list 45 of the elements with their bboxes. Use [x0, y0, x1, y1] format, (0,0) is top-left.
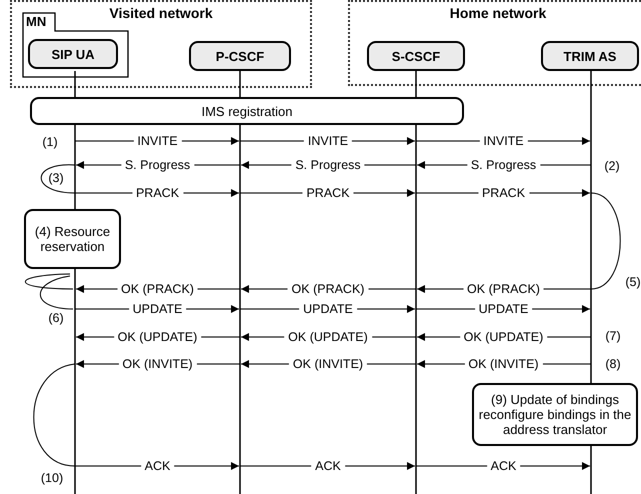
step-number: (2)	[604, 159, 620, 173]
message-label: OK (INVITE)	[288, 357, 368, 371]
message-label: INVITE	[133, 134, 182, 148]
message-label: OK (INVITE)	[118, 357, 197, 371]
actor-box: P-CSCF	[189, 41, 291, 71]
message-label: PRACK	[302, 186, 354, 200]
process-bar: IMS registration	[30, 97, 464, 125]
lifeline	[414, 71, 418, 494]
step-number: (10)	[40, 471, 64, 485]
group-title: Home network	[448, 5, 548, 21]
actor-box: SIP UA	[28, 39, 118, 69]
step-number: (7)	[605, 329, 621, 343]
message-label: OK (INVITE)	[464, 357, 543, 371]
message-label: OK (UPDATE)	[114, 330, 202, 344]
message-label: ACK	[311, 459, 345, 473]
step-number: (8)	[605, 357, 621, 371]
message-label: S. Progress	[120, 158, 194, 172]
process-box: (4) Resource reservation	[24, 209, 121, 269]
step-number: (5)	[625, 275, 641, 289]
message-label: ACK	[140, 459, 174, 473]
message-label: ACK	[486, 459, 520, 473]
group-title: Visited network	[108, 5, 214, 21]
home-network-group	[348, 0, 641, 86]
message-label: OK (UPDATE)	[284, 330, 372, 344]
message-label: UPDATE	[474, 302, 532, 316]
message-label: OK (UPDATE)	[460, 330, 548, 344]
group-title: MN	[26, 14, 46, 29]
message-label: UPDATE	[299, 302, 357, 316]
step-number: (6)	[48, 311, 64, 325]
message-label: INVITE	[304, 134, 352, 148]
message-label: S. Progress	[466, 158, 540, 172]
message-label: OK (PRACK)	[288, 282, 368, 296]
process-box: (9) Update of bindings reconfigure bindings in the address translator	[472, 383, 638, 446]
step-number: (3)	[48, 171, 64, 185]
actor-box: S-CSCF	[367, 41, 465, 71]
message-label: UPDATE	[128, 302, 186, 316]
message-label: PRACK	[132, 186, 184, 200]
message-label: OK (PRACK)	[463, 282, 544, 296]
message-label: OK (PRACK)	[117, 282, 198, 296]
message-label: PRACK	[478, 186, 530, 200]
actor-box: TRIM AS	[541, 41, 639, 71]
visited-network-group	[10, 0, 312, 88]
message-label: INVITE	[479, 134, 528, 148]
message-label: S. Progress	[291, 158, 365, 172]
step-number: (1)	[42, 135, 58, 149]
